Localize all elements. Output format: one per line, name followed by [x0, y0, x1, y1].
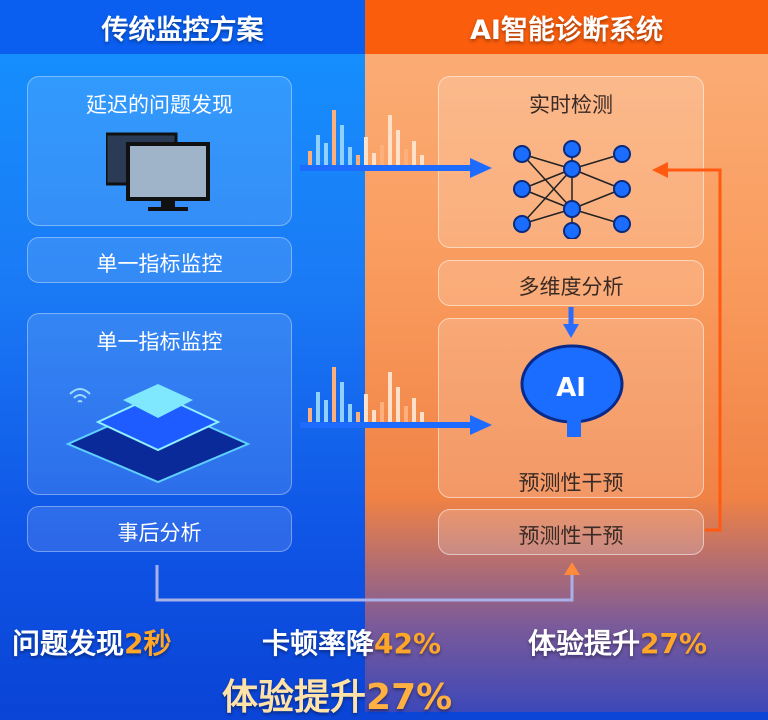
- predictive-intervention-button: 预测性干预: [438, 509, 704, 555]
- bar: [396, 130, 400, 165]
- multidimensional-analysis-card: 多维度分析: [438, 260, 704, 306]
- wifi-icon: [69, 388, 91, 403]
- card-label: 单一指标监控: [96, 252, 223, 276]
- bar: [324, 400, 328, 422]
- bar: [340, 125, 344, 165]
- bar: [404, 406, 408, 422]
- bar-chart-icon: [308, 110, 424, 165]
- card-label: 延迟的问题发现: [86, 93, 233, 117]
- chip-icon: [65, 384, 251, 484]
- stat-discovery: 问题发现2秒: [12, 627, 172, 660]
- stat-experience: 体验提升27%: [528, 627, 708, 660]
- bar: [420, 412, 424, 422]
- traditional-panel: [0, 0, 365, 712]
- bar: [364, 394, 368, 422]
- card-label: 实时检测: [529, 93, 613, 117]
- bar: [412, 398, 416, 422]
- bar: [340, 382, 344, 422]
- bar: [308, 151, 312, 165]
- bar: [356, 155, 360, 165]
- realtime-detection-card: 实时检测: [438, 76, 704, 248]
- bar: [396, 387, 400, 422]
- bar: [388, 115, 392, 165]
- monitor-icon: [106, 132, 210, 211]
- bar: [372, 153, 376, 165]
- bar: [316, 392, 320, 422]
- bar: [348, 147, 352, 165]
- single-metric-chip-card: 单一指标监控: [27, 313, 292, 495]
- single-metric-card: 单一指标监控: [27, 237, 292, 283]
- bar: [364, 137, 368, 165]
- bar: [332, 110, 336, 165]
- bar-chart-icon: [308, 367, 424, 422]
- card-label: 事后分析: [117, 521, 202, 545]
- card-label: 多维度分析: [518, 275, 624, 299]
- card-label: 单一指标监控: [96, 330, 223, 354]
- bar: [348, 404, 352, 422]
- traditional-title: 传统监控方案: [0, 0, 365, 54]
- bar: [372, 410, 376, 422]
- card-label: 预测性干预: [518, 524, 624, 548]
- bar: [388, 372, 392, 422]
- bar: [308, 408, 312, 422]
- bar: [316, 135, 320, 165]
- neural-network-icon: [513, 140, 631, 239]
- post-analysis-card: 事后分析: [27, 506, 292, 552]
- bar: [412, 141, 416, 165]
- ai-badge: AI: [556, 373, 586, 403]
- card-label: 预测性干预: [518, 471, 624, 495]
- bar: [420, 155, 424, 165]
- bar: [404, 149, 408, 165]
- bar: [356, 412, 360, 422]
- highlight-experience: 体验提升27%: [222, 677, 453, 718]
- ai-brain-icon: [520, 344, 624, 437]
- bar: [380, 145, 384, 165]
- bar: [332, 367, 336, 422]
- bar: [380, 402, 384, 422]
- stat-stutter: 卡顿率降42%: [262, 627, 442, 660]
- ai-title: AI智能诊断系统: [365, 0, 768, 54]
- bar: [324, 143, 328, 165]
- delayed-discovery-card: 延迟的问题发现: [27, 76, 292, 226]
